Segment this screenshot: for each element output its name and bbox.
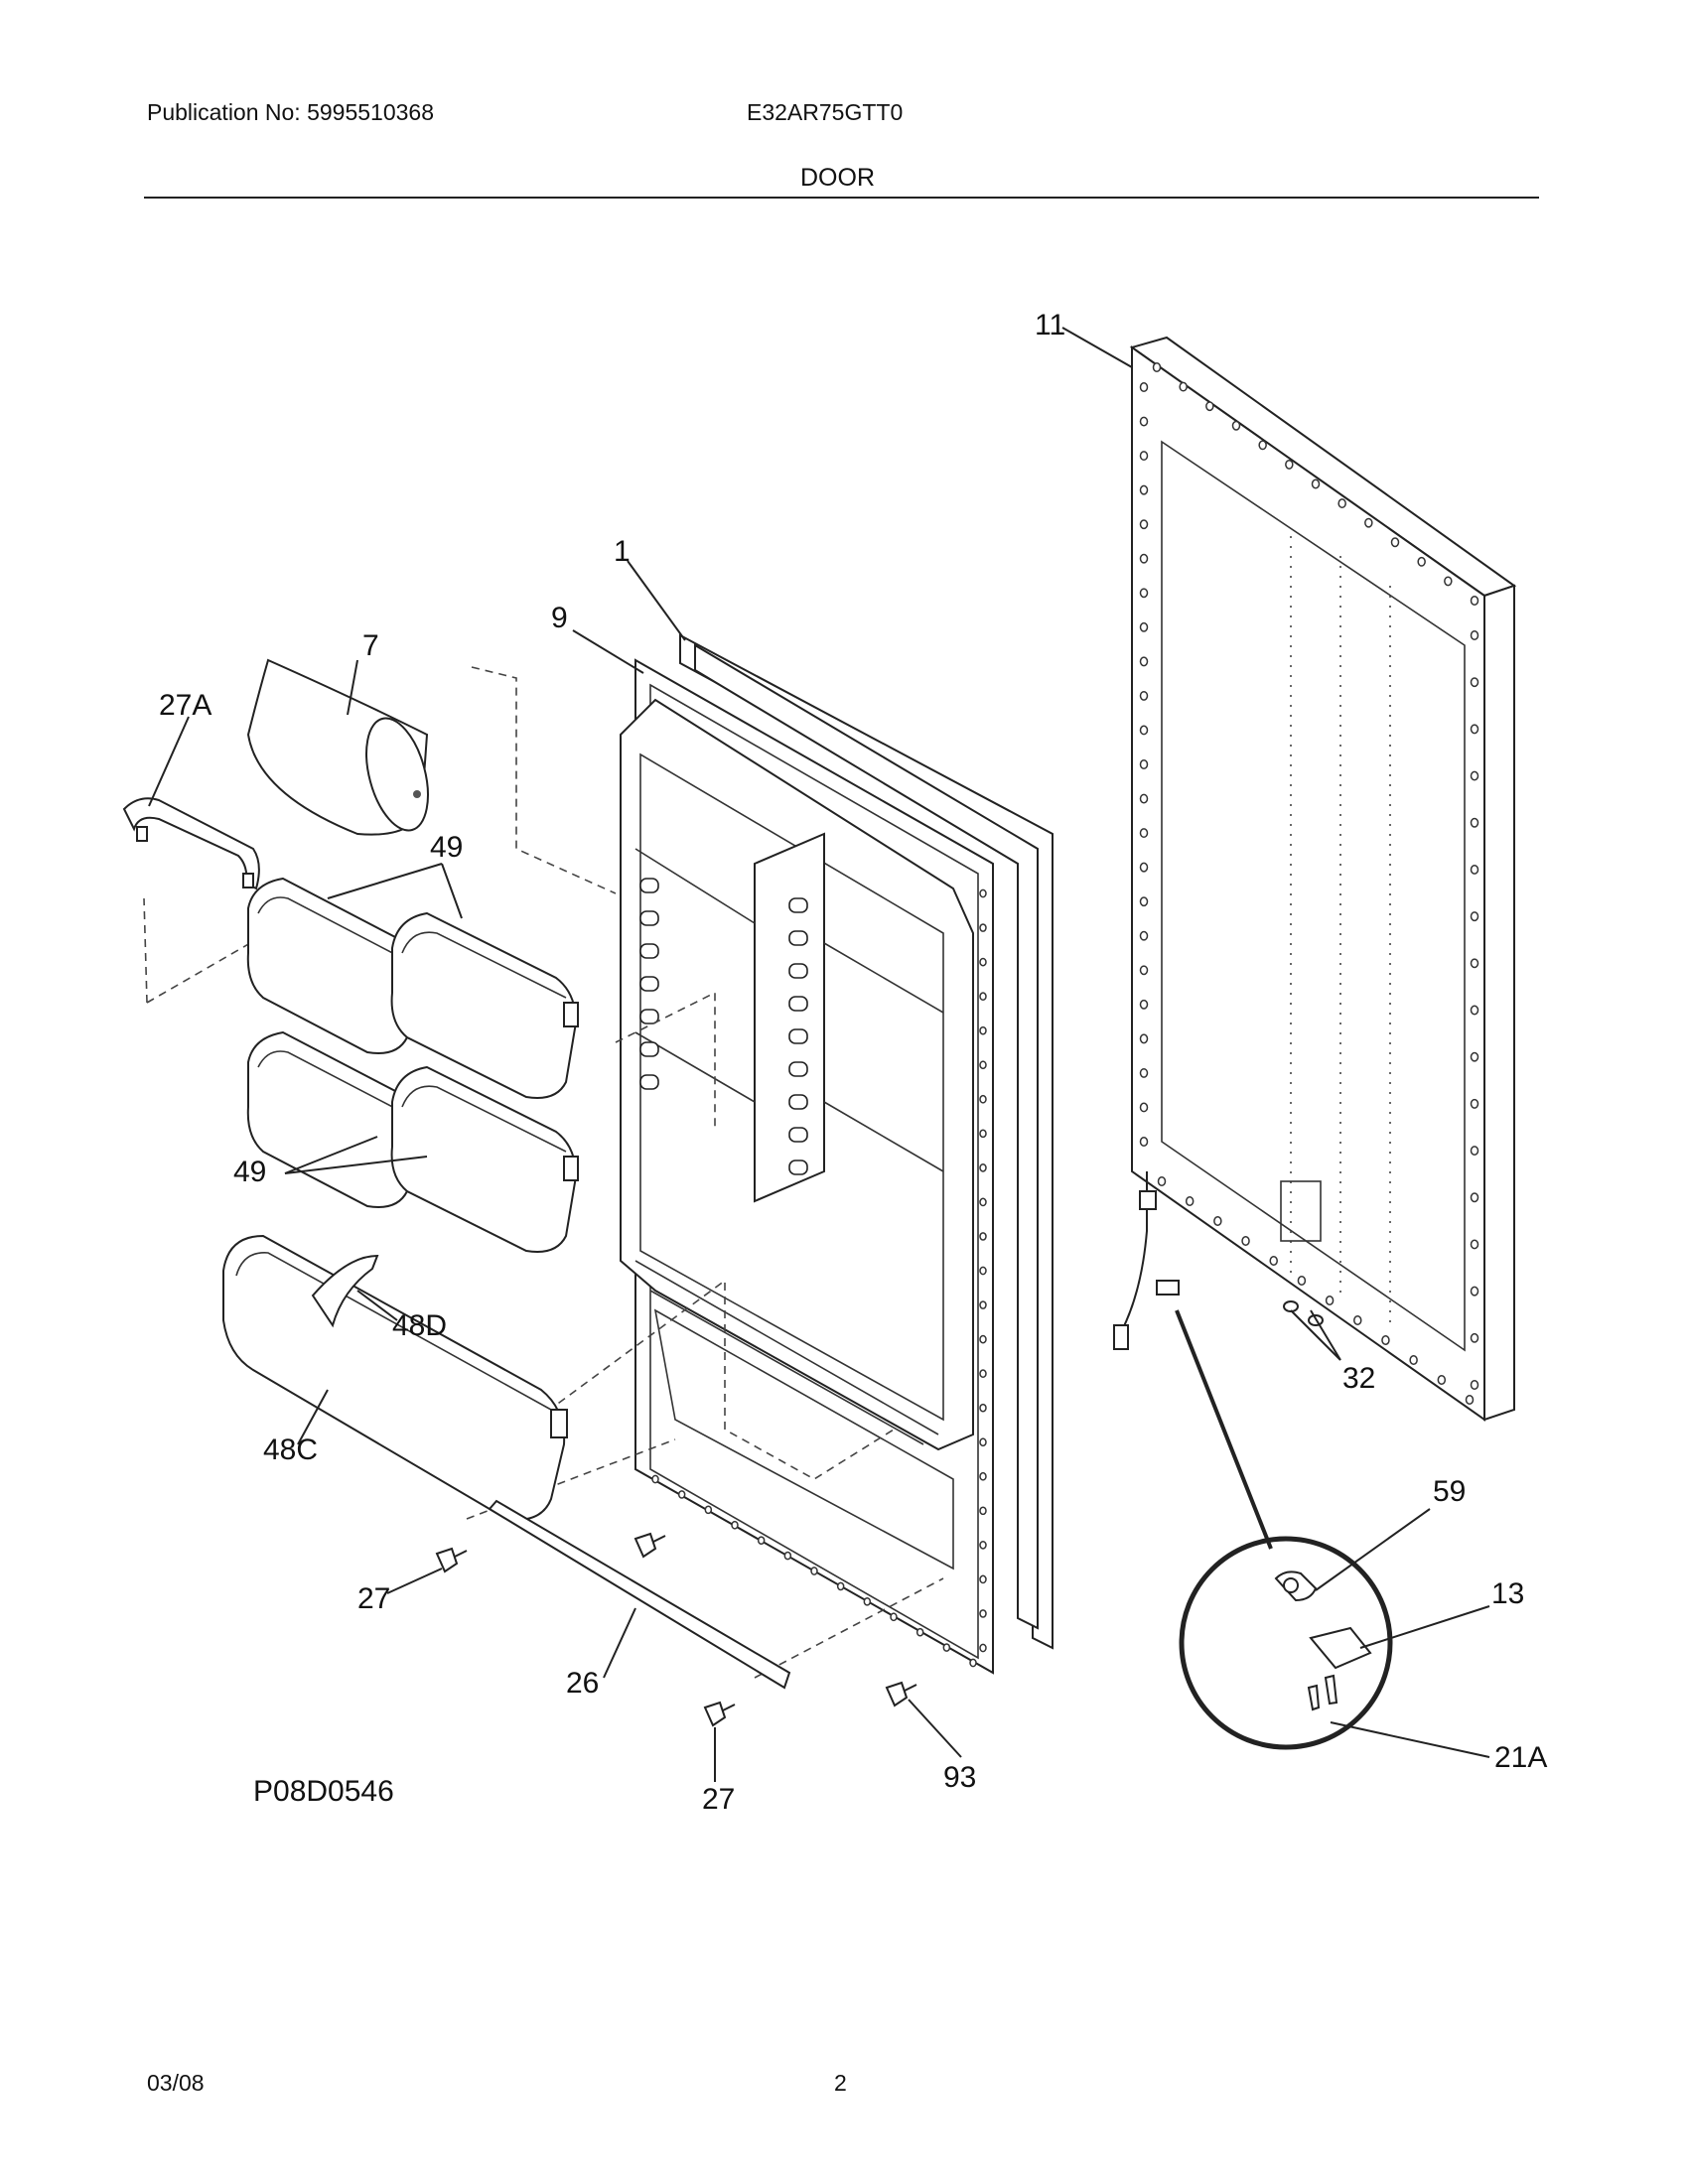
screw-93	[885, 1681, 917, 1707]
inner-liner-tub	[620, 698, 974, 1570]
header-divider	[144, 197, 1539, 199]
large-door-bin-48C	[222, 1234, 568, 1521]
callout-13: 13	[1491, 1577, 1524, 1610]
hinge-detail-circle	[1175, 1309, 1393, 1750]
callout-1: 1	[614, 535, 631, 568]
footer-date: 03/08	[147, 2070, 205, 2096]
page-number: 2	[834, 2070, 847, 2096]
callout-49-bottom: 49	[233, 1156, 266, 1188]
trim-strip-26	[488, 1499, 791, 1690]
callout-27-left: 27	[357, 1582, 390, 1615]
callout-48D: 48D	[392, 1309, 447, 1342]
callout-26: 26	[566, 1667, 599, 1700]
door-bin-lower-right	[390, 1065, 579, 1253]
callout-32: 32	[1342, 1362, 1375, 1395]
callout-11: 11	[1035, 309, 1065, 341]
screw-27-left	[435, 1547, 468, 1573]
callout-49-top: 49	[430, 831, 463, 864]
callout-27-bottom: 27	[702, 1783, 735, 1816]
dairy-door-cover	[246, 658, 429, 836]
outer-door-panel	[1113, 336, 1517, 1422]
screw-27-middle	[633, 1532, 666, 1559]
callout-9: 9	[551, 602, 568, 634]
callout-21A: 21A	[1494, 1741, 1547, 1774]
dairy-handle-27A	[122, 797, 260, 890]
section-title: DOOR	[800, 164, 875, 192]
leader-lines	[148, 327, 1490, 1782]
callout-27A: 27A	[159, 689, 211, 722]
callout-93: 93	[943, 1761, 976, 1794]
callout-48C: 48C	[263, 1433, 318, 1466]
figure-id: P08D0546	[253, 1775, 394, 1808]
bin-divider-48D	[311, 1254, 379, 1328]
model-number: E32AR75GTT0	[747, 99, 904, 125]
door-bin-upper-right	[390, 911, 579, 1099]
callout-59: 59	[1433, 1475, 1466, 1508]
publication-number: Publication No: 5995510368	[147, 99, 435, 125]
screw-27-bottom	[703, 1701, 736, 1727]
callout-7: 7	[362, 629, 379, 662]
door-gasket	[679, 633, 1054, 1650]
